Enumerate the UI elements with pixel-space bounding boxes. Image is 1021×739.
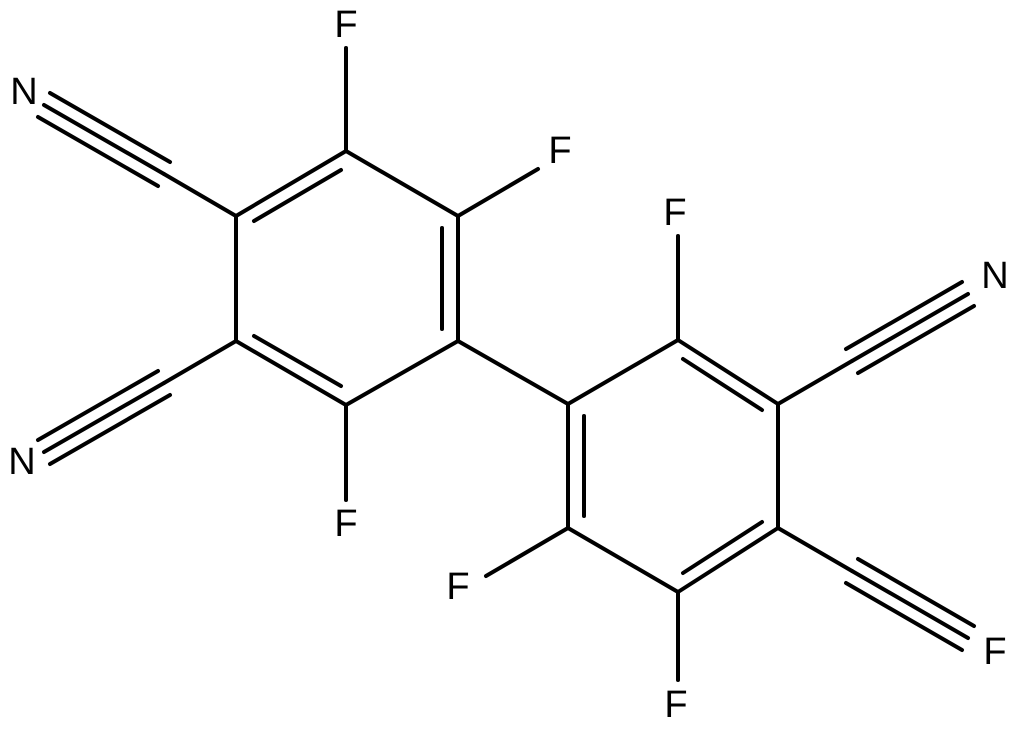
bond-left-ring-4-inner	[252, 334, 343, 388]
bond-triple-lower-right-2	[856, 557, 976, 628]
bond-right-ring-4	[676, 526, 780, 594]
bond-c-f-lower-left-right-ring	[484, 526, 570, 578]
atom-label-f-lower-left-ring: F	[334, 503, 357, 545]
bond-triple-lower-left-3	[48, 393, 172, 466]
bond-biaryl	[456, 339, 570, 406]
bond-right-ring-5	[566, 526, 680, 594]
bond-left-ring-6	[234, 149, 348, 218]
bond-c-cn-upper-left	[162, 172, 238, 218]
bond-triple-lower-left-2	[36, 369, 160, 442]
bond-triple-upper-right-2	[844, 280, 964, 351]
bond-right-ring-2	[676, 338, 780, 406]
atom-label-f-bottom: F	[664, 684, 687, 726]
bond-triple-upper-right-1	[850, 292, 970, 363]
atom-label-f-top: F	[334, 4, 357, 46]
atom-label-n-lower-left: N	[8, 441, 35, 483]
bond-c-cn-upper-right	[776, 359, 854, 406]
atom-label-n-lower-right: F	[983, 631, 1006, 673]
bond-left-ring-1	[344, 149, 460, 218]
bond-right-ring-4-inner	[681, 520, 764, 575]
bond-triple-lower-right-1	[850, 569, 970, 640]
atom-label-n-upper-right: N	[981, 255, 1008, 297]
bond-triple-upper-left-2	[48, 91, 172, 164]
bond-triple-lower-left-1	[42, 381, 166, 454]
atom-label-f-lower-left-right-ring: F	[446, 566, 469, 608]
bond-triple-upper-left-1	[42, 103, 166, 176]
bond-triple-lower-right-3	[844, 581, 964, 652]
bond-left-ring-6-inner	[252, 168, 343, 223]
bond-left-ring-3	[344, 339, 460, 407]
atom-label-f-right-ring-top: F	[663, 192, 686, 234]
bond-c-cn-lower-right	[776, 526, 854, 573]
bond-c-f-upper-right	[456, 167, 540, 218]
bond-right-ring-1	[566, 338, 680, 406]
bond-c-cn-lower-left	[162, 339, 238, 385]
bond-left-ring-4	[234, 339, 348, 407]
bond-triple-upper-right-3	[856, 304, 976, 375]
atom-label-f-upper-right: F	[548, 130, 571, 172]
atom-label-n-upper-left: N	[10, 71, 37, 113]
bond-triple-upper-left-3	[36, 115, 160, 188]
bond-right-ring-2-inner	[681, 357, 764, 412]
